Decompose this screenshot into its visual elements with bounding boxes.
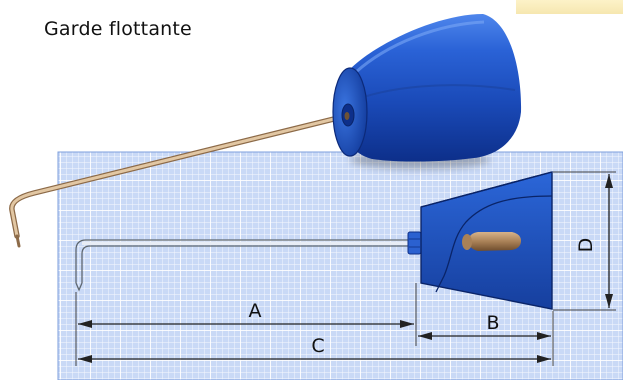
- dimension-a: [78, 320, 414, 328]
- nut-diagram: [407, 231, 422, 255]
- dimension-d-label: D: [575, 238, 597, 253]
- dimension-d: [605, 174, 613, 308]
- dimension-b-label: B: [486, 312, 499, 334]
- dimension-c: [78, 355, 551, 363]
- wire-diagram: [75, 239, 417, 292]
- corner-tab: [516, 0, 623, 14]
- dimension-b: [418, 332, 551, 340]
- wire-3d: [9, 113, 349, 248]
- extension-lines: [75, 171, 616, 366]
- grip-diagram: [420, 171, 553, 310]
- page-title: Garde flottante: [44, 18, 192, 40]
- dimension-c-label: C: [311, 335, 324, 357]
- dimension-a-label: A: [249, 300, 262, 322]
- grip-3d: [332, 14, 522, 162]
